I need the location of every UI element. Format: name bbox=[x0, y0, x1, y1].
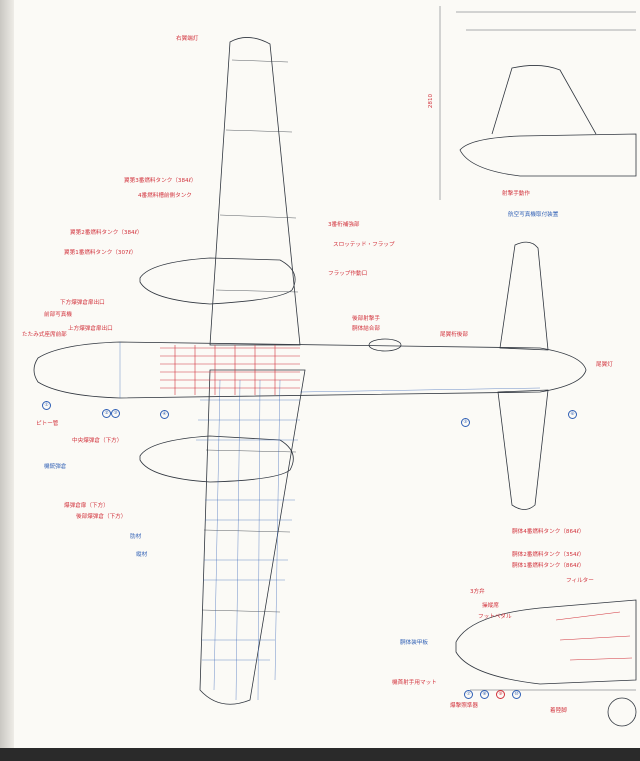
label-rear-frame: 尾翼桁後部 bbox=[440, 332, 468, 338]
page-bottom-edge bbox=[0, 748, 640, 761]
station-marker: ⑥ bbox=[568, 410, 577, 419]
label-bay-lower: 爆弾倉扉（下方） bbox=[64, 503, 109, 509]
label-lower-bay-hatch: 下方爆弾倉扉出口 bbox=[60, 300, 105, 306]
station-marker: ⑤ bbox=[461, 418, 470, 427]
label-tank4-fuselage: 胴体4番燃料タンク（864ℓ） bbox=[512, 529, 585, 535]
red-structure bbox=[160, 345, 633, 661]
label-rib: 肋材 bbox=[130, 534, 142, 540]
label-foot-pedal: フットペダル bbox=[478, 614, 512, 620]
label-nose-armor: 胴体装甲板 bbox=[400, 640, 428, 646]
label-mid-bay-lower: 中央爆弾倉（下方） bbox=[72, 438, 123, 444]
label-fuselage-joint: 胴体結合部 bbox=[352, 326, 380, 332]
side-fin bbox=[491, 65, 597, 135]
label-wing-tank2: 翼第2番燃料タンク（384ℓ） bbox=[70, 230, 143, 236]
station-marker: ② bbox=[102, 409, 111, 418]
label-side-ctrl: 航空写真機取付装置 bbox=[508, 212, 559, 218]
label-filter: フィルター bbox=[566, 578, 594, 584]
label-cabin-floor: 操縦席 bbox=[482, 603, 499, 609]
label-flap-hinge: フラップ作動口 bbox=[328, 271, 368, 277]
station-marker: ④ bbox=[160, 410, 169, 419]
station-marker: ⑧ bbox=[480, 690, 489, 699]
station-marker: ⑨ bbox=[496, 690, 505, 699]
label-upper-bay-hatch: 上方爆弾倉扉出口 bbox=[68, 326, 113, 332]
label-wing-tank4: 4番燃料槽前側タンク bbox=[138, 193, 192, 199]
lower-wing bbox=[199, 369, 306, 705]
station-marker: ⑩ bbox=[512, 690, 521, 699]
station-marker: ① bbox=[42, 401, 51, 410]
canopy bbox=[368, 338, 402, 352]
label-landing-gear: 着陸脚 bbox=[550, 708, 567, 714]
label-tank2-fuselage: 胴体2番燃料タンク（354ℓ） bbox=[512, 552, 585, 558]
label-folding-seat: たたみ式座席前部 bbox=[22, 332, 67, 338]
label-wing-tank3: 翼第3番燃料タンク（384ℓ） bbox=[124, 178, 197, 184]
blue-grid bbox=[119, 342, 541, 701]
label-tail-light: 尾翼灯 bbox=[596, 362, 613, 368]
label-nose-gunner-mat: 機首射手用マット bbox=[392, 680, 437, 686]
label-slotted-flap: スロッテッド・フラップ bbox=[333, 242, 395, 248]
book-spine bbox=[0, 0, 14, 761]
label-vent: 3方弁 bbox=[470, 589, 485, 595]
upper-wing bbox=[209, 37, 301, 346]
label-spar3: 3番桁補強部 bbox=[328, 222, 360, 228]
label-rear-bay-lower: 後部爆弾倉（下方） bbox=[76, 514, 127, 520]
fuselage bbox=[33, 341, 587, 399]
label-side-mech: 射撃手動作 bbox=[502, 191, 530, 197]
station-marker: ⑦ bbox=[464, 690, 473, 699]
airframe-outline bbox=[33, 6, 637, 727]
label-bomb-sight: 爆撃照準器 bbox=[450, 703, 478, 709]
label-wing-tank1: 翼第1番燃料タンク（307ℓ） bbox=[64, 250, 137, 256]
label-ammo-box: 機銃弾倉 bbox=[44, 464, 67, 470]
label-side-height: 2810 bbox=[428, 93, 435, 109]
label-gunner-hatch: 後部射撃手 bbox=[352, 316, 380, 322]
landing-gear-wheel bbox=[607, 697, 637, 727]
label-front-radio: 前部写真機 bbox=[44, 312, 72, 318]
label-wingtip-light: 右翼端灯 bbox=[176, 36, 199, 42]
tailplane-lower bbox=[497, 389, 549, 510]
nacelle-lower bbox=[139, 435, 294, 483]
tailplane-upper bbox=[499, 241, 549, 351]
nacelle-upper bbox=[139, 257, 296, 305]
nose-side-view bbox=[455, 599, 637, 685]
side-fuselage bbox=[459, 133, 637, 177]
label-pitot: ピトー管 bbox=[36, 421, 59, 427]
label-tank1-fuselage: 胴体1番燃料タンク（864ℓ） bbox=[512, 563, 585, 569]
label-stringer: 縦材 bbox=[136, 552, 148, 558]
station-marker: ③ bbox=[111, 409, 120, 418]
